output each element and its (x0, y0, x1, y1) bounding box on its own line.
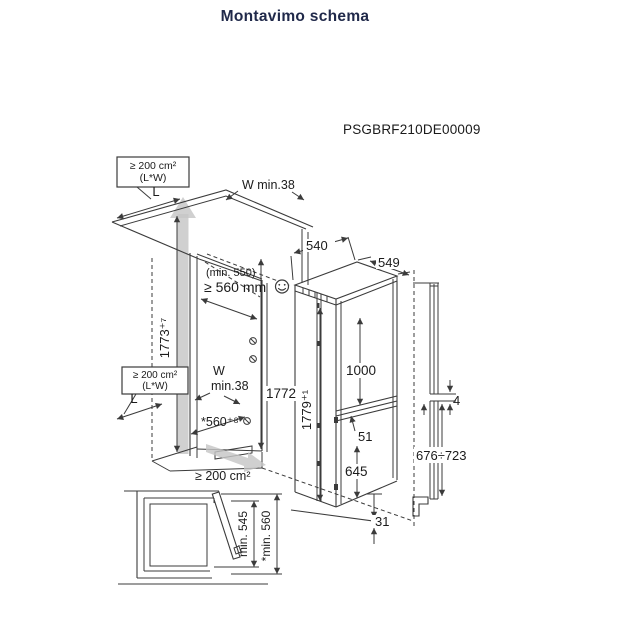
niche-height-1773-label: 1773⁺⁷ (157, 317, 172, 358)
vent-bottom-label: ≥ 200 cm² (195, 469, 251, 483)
page-title: Montavimo schema (220, 8, 370, 25)
bottom-gap-31-label: 31 (375, 514, 389, 529)
niche-depth-label: ≥ 560 mm (204, 279, 266, 295)
airflow-out-arrow (206, 444, 266, 472)
lower-panel-range-label: 676÷723 (416, 448, 467, 463)
airflow-up-arrow (170, 197, 196, 454)
vent-left-label-line1: ≥ 200 cm² (133, 370, 178, 381)
screw-icons (243, 337, 257, 425)
panel-gap-4-label: 4 (453, 393, 460, 408)
door-panel-drawing (412, 282, 456, 517)
width-540-label: 540 (306, 238, 328, 253)
wall-thickness-left-label-w: W (213, 364, 225, 378)
top-view-detail-drawing (118, 490, 282, 585)
wall-thickness-left-label-min: min.38 (211, 379, 249, 393)
appliance-height-1779-label: 1779⁺¹ (299, 389, 314, 430)
door-clearance-545-label: min. 545 (236, 511, 250, 557)
model-code: PSGBRF210DE00009 (343, 122, 481, 137)
vent-area-box-top (116, 156, 190, 188)
vent-area-box-left (121, 366, 189, 395)
depth-549-label: 549 (378, 255, 400, 270)
inner-height-1772-label: 1772 (266, 386, 296, 401)
projection-lines (151, 253, 415, 526)
smiley-icon (274, 279, 290, 294)
dimension-lines (116, 186, 454, 574)
lower-door-645-label: 645 (345, 464, 368, 479)
gap-51-label: 51 (358, 429, 372, 444)
vent-top-label-line1: ≥ 200 cm² (130, 160, 177, 172)
upper-door-1000-label: 1000 (346, 363, 376, 378)
niche-depth-560-label: *560⁺⁸ (201, 415, 239, 429)
vent-left-label-line2: (L*W) (142, 381, 168, 392)
niche-depth-note-label: (min. 550) (206, 267, 256, 279)
vent-top-label-line2: (L*W) (140, 172, 167, 184)
door-clearance-560-label: *min. 560 (259, 510, 273, 561)
length-left-label: L (130, 391, 137, 406)
length-top-label: L (152, 184, 159, 199)
wall-thickness-top-label: W min.38 (242, 178, 295, 192)
